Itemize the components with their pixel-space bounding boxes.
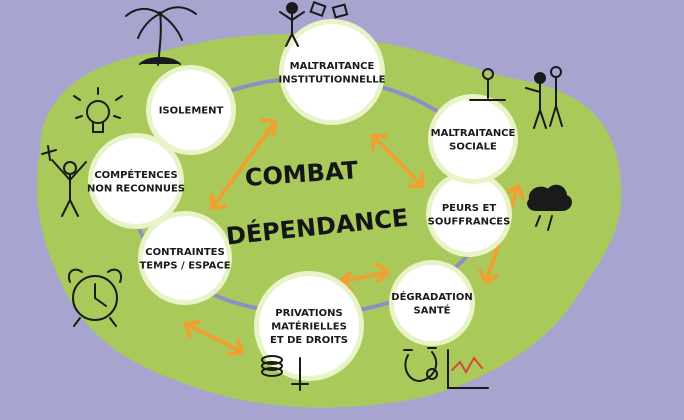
node-label-line: PEURS ET <box>442 203 496 214</box>
node-label-line: CONTRAINTES <box>145 247 224 258</box>
node-label-line: NON RECONNUES <box>87 183 185 194</box>
node-circle <box>431 176 507 252</box>
arrow-institutionnelle-peurs <box>371 134 424 188</box>
node-circle <box>143 216 227 300</box>
node-isolement: ISOLEMENT <box>146 65 236 155</box>
node-circle <box>394 265 470 341</box>
coins-icon <box>261 355 309 391</box>
node-label-line: TEMPS / ESPACE <box>139 260 230 271</box>
node-maltraitance-institutionnelle: MALTRAITANCE INSTITUTIONNELLE <box>279 19 386 125</box>
node-label-line: ISOLEMENT <box>159 106 224 117</box>
node-contraintes-temps-espace: CONTRAINTES TEMPS / ESPACE <box>138 211 232 305</box>
node-label-line: MATÉRIELLES <box>271 320 347 333</box>
node-label-line: SANTÉ <box>414 303 451 316</box>
node-label-line: DÉGRADATION <box>391 290 472 303</box>
storm-cloud-icon <box>527 184 572 231</box>
node-circle <box>151 70 231 150</box>
palm-tree-icon <box>125 6 197 66</box>
node-label-line: SOCIALE <box>449 141 497 152</box>
node-peurs-souffrances: PEURS ET SOUFFRANCES <box>426 171 512 257</box>
node-label-line: SOUFFRANCES <box>428 216 511 227</box>
node-circle <box>284 24 380 120</box>
node-competences-non-reconnues: COMPÉTENCES NON RECONNUES <box>87 133 185 229</box>
person-tools-icon <box>41 145 87 217</box>
stethoscope-icon <box>403 347 438 382</box>
lightbulb-icon <box>73 87 123 133</box>
node-circle <box>93 138 179 224</box>
nodes-layer: MALTRAITANCE INSTITUTIONNELLE ISOLEMENT COM… <box>87 19 518 381</box>
chart-icon <box>447 349 489 389</box>
node-circle <box>259 276 359 376</box>
node-label-line: MALTRAITANCE <box>431 128 516 139</box>
node-label-line: PRIVATIONS <box>275 308 342 319</box>
node-circle <box>433 99 513 179</box>
person-papers-icon <box>279 0 349 47</box>
node-label-line: ET DE DROITS <box>270 335 348 346</box>
crowd-icon <box>469 66 563 129</box>
arrow-contraintes-privations <box>184 320 244 356</box>
node-maltraitance-sociale: MALTRAITANCE SOCIALE <box>428 94 518 184</box>
arrow-institutionnelle-contraintes <box>210 118 277 210</box>
node-label-line: INSTITUTIONNELLE <box>279 74 386 85</box>
alarm-clock-icon <box>68 268 122 327</box>
node-label-line: COMPÉTENCES <box>94 168 177 181</box>
node-label-line: MALTRAITANCE <box>290 61 375 72</box>
